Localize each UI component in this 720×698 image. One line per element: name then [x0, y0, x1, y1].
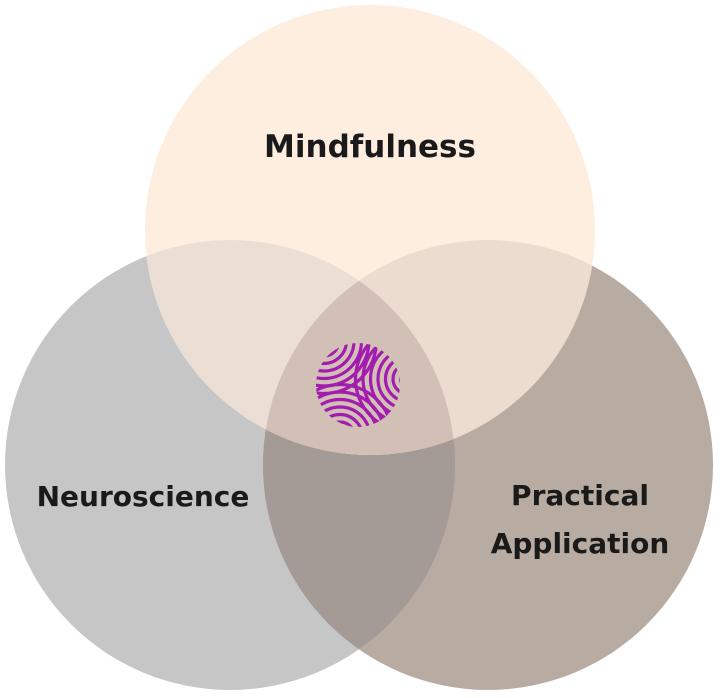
swirl-arc: [376, 347, 400, 411]
swirl-logo-icon: [316, 343, 400, 427]
swirl-arc: [316, 343, 349, 366]
swirl-arc: [316, 412, 365, 427]
swirl-arc: [316, 382, 395, 427]
swirl-arc: [368, 343, 400, 419]
practical-application-label-line-1: Practical: [511, 479, 649, 512]
swirl-arc: [316, 405, 372, 427]
neuroscience-label: Neuroscience: [37, 480, 250, 513]
swirl-arc: [353, 343, 400, 427]
swirl-arc: [391, 362, 400, 396]
swirl-arc: [316, 397, 380, 427]
swirl-arc: [383, 354, 400, 404]
swirl-arc: [361, 343, 400, 426]
mindfulness-label: Mindfulness: [264, 129, 476, 165]
swirl-arc: [316, 343, 364, 381]
practical-application-label-line-2: Application: [491, 527, 670, 560]
swirl-arc: [323, 420, 357, 427]
swirl-arc: [316, 343, 356, 373]
swirl-arc: [316, 390, 387, 427]
